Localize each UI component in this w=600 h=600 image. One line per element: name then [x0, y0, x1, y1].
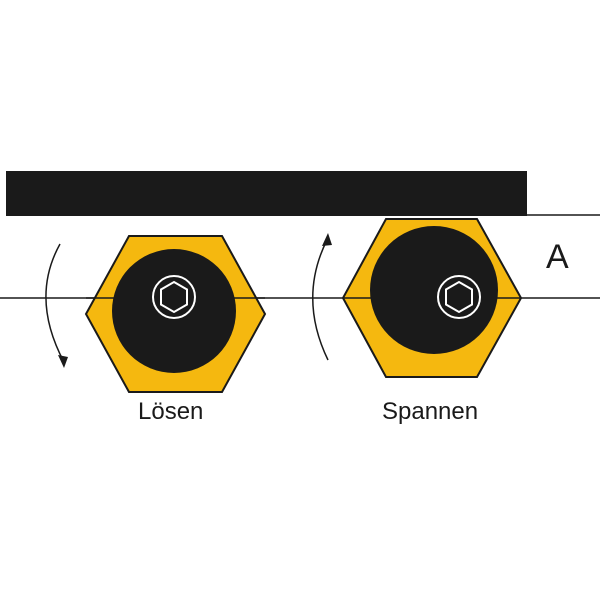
label-loesen: Lösen: [138, 398, 204, 425]
eccentric-disc: [370, 226, 498, 354]
label-spannen: Spannen: [382, 398, 479, 425]
counterclockwise-arrow-icon: [312, 233, 332, 361]
hex-socket-icon: [437, 275, 481, 319]
clamping-bar: [6, 171, 527, 216]
hex-socket-icon: [152, 275, 196, 319]
clockwise-arrow-icon: [45, 243, 68, 368]
nut-loesen: [84, 235, 267, 393]
nut-spannen: [341, 218, 523, 378]
label-a: A: [546, 238, 569, 276]
